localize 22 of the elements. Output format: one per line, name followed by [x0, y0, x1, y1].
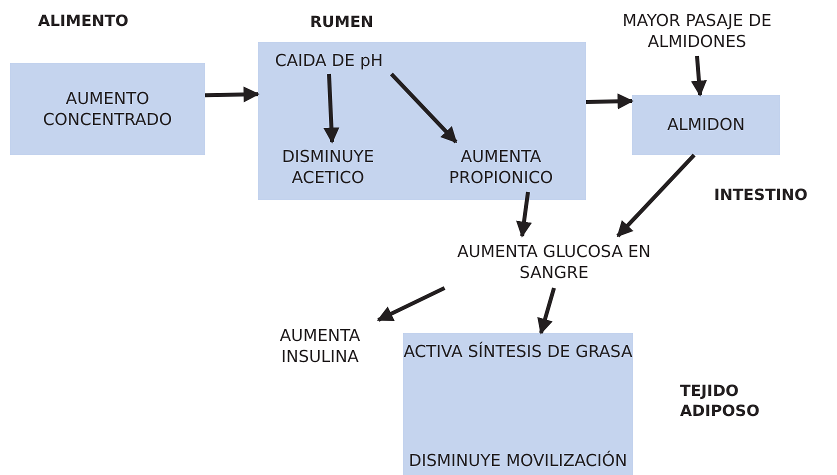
arrow: [690, 56, 707, 97]
region-label: TEJIDO ADIPOSO: [680, 381, 761, 422]
node-text: ALMIDON: [667, 114, 745, 136]
section-heading: RUMEN: [310, 12, 374, 32]
arrow: [323, 74, 340, 144]
arrow: [376, 286, 446, 322]
arrow: [204, 86, 260, 102]
node-text: AUMENTA INSULINA: [278, 324, 362, 368]
node-text: AUMENTA GLUCOSA EN SANGRE: [456, 240, 652, 284]
node-text: DISMINUYE MOVILIZACIÓN: [408, 450, 628, 471]
node-text: ACTIVA SÍNTESIS DE GRASA: [404, 341, 632, 362]
node-text: AUMENTA PROPIONICO: [448, 146, 554, 188]
arrow: [537, 287, 556, 335]
node-text: CAIDA DE pH: [275, 50, 383, 72]
arrow: [390, 72, 458, 144]
arrow: [586, 93, 634, 110]
node-text: DISMINUYE ACETICO: [280, 146, 376, 188]
node-text: AUMENTO CONCENTRADO: [42, 88, 173, 130]
section-heading: ALIMENTO: [38, 11, 128, 32]
region-label: INTESTINO: [714, 185, 809, 206]
arrow: [616, 154, 696, 238]
node-text: MAYOR PASAJE DE ALMIDONES: [621, 10, 773, 52]
